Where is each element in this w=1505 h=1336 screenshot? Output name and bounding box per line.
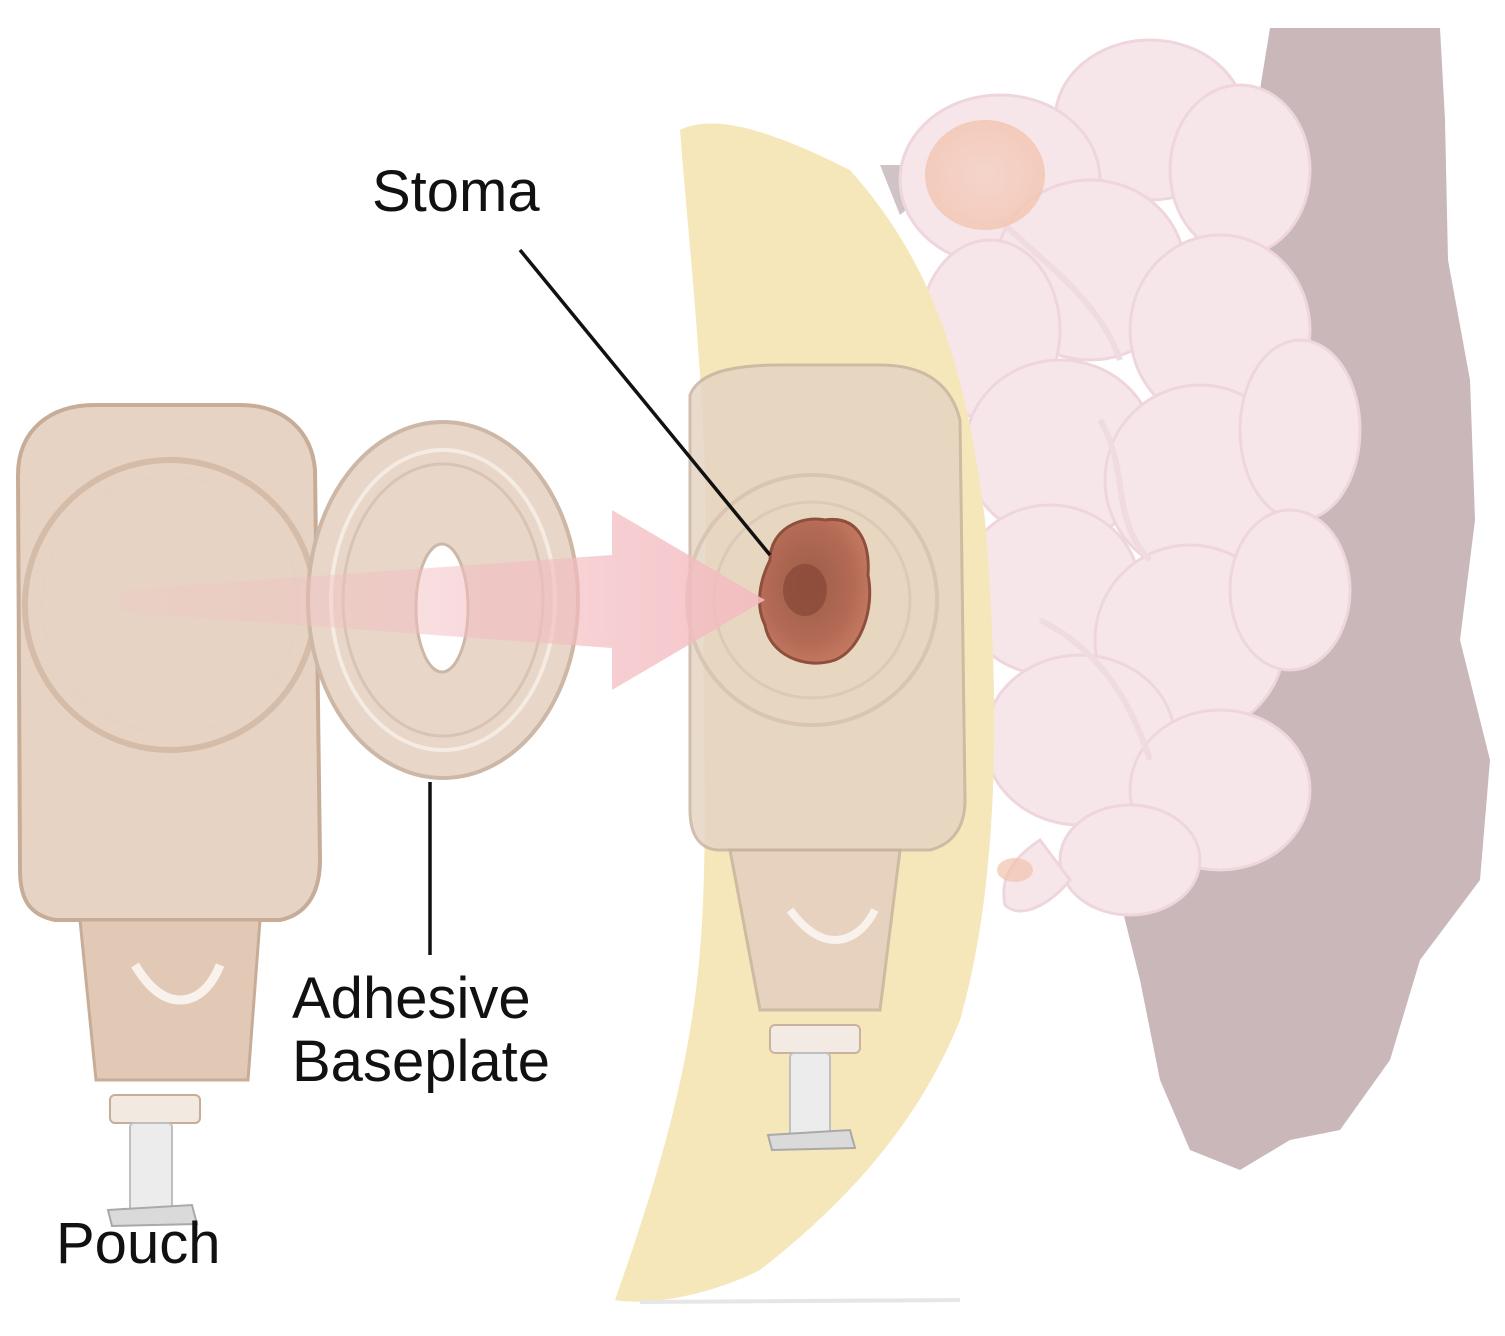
adhesive-baseplate-label: Adhesive Baseplate [292, 966, 550, 1094]
small-intestine [898, 38, 1362, 917]
adhesive-label-line2: Baseplate [292, 1028, 550, 1094]
ground-line [639, 1298, 961, 1304]
adhesive-label-line1: Adhesive [292, 966, 531, 1031]
intestine-loop [925, 120, 1045, 882]
stoma-label: Stoma [372, 159, 540, 224]
stoma [758, 517, 872, 665]
stoma-leader-line [518, 248, 772, 557]
assembly-arrow [120, 510, 765, 690]
pouch [15, 403, 323, 1228]
pouch-label: Pouch [56, 1211, 221, 1276]
